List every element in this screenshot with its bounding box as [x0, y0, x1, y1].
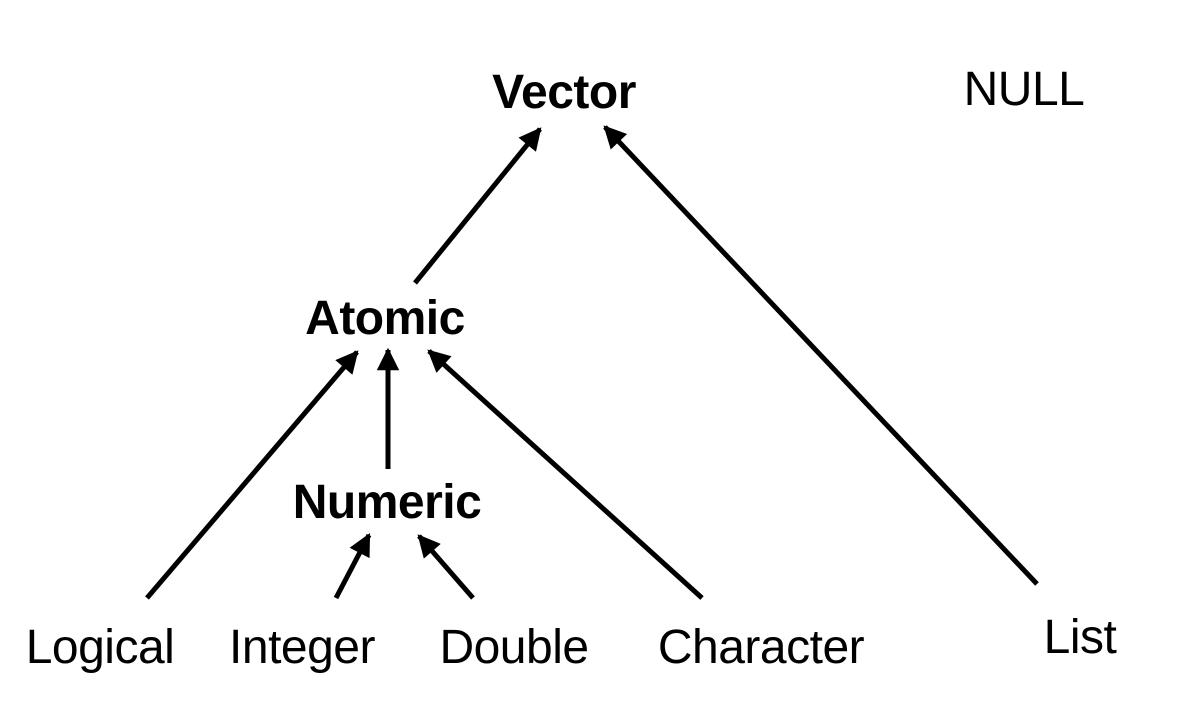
node-numeric: Numeric: [292, 476, 482, 529]
arrow-list-to-vector: [603, 125, 1039, 586]
node-double: Double: [439, 621, 589, 674]
node-list: List: [1043, 611, 1117, 664]
node-atomic: Atomic: [305, 292, 465, 345]
arrow-double-to-numeric: [417, 534, 475, 600]
arrow-character-to-atomic: [427, 349, 704, 600]
node-null: NULL: [963, 63, 1085, 116]
node-vector: Vector: [492, 66, 636, 119]
arrow-integer-to-numeric: [333, 533, 372, 600]
node-logical: Logical: [25, 621, 175, 674]
node-integer: Integer: [229, 621, 375, 674]
node-character: Character: [657, 621, 865, 674]
arrow-atomic-to-vector: [413, 127, 542, 285]
arrow-logical-to-atomic: [145, 350, 359, 600]
